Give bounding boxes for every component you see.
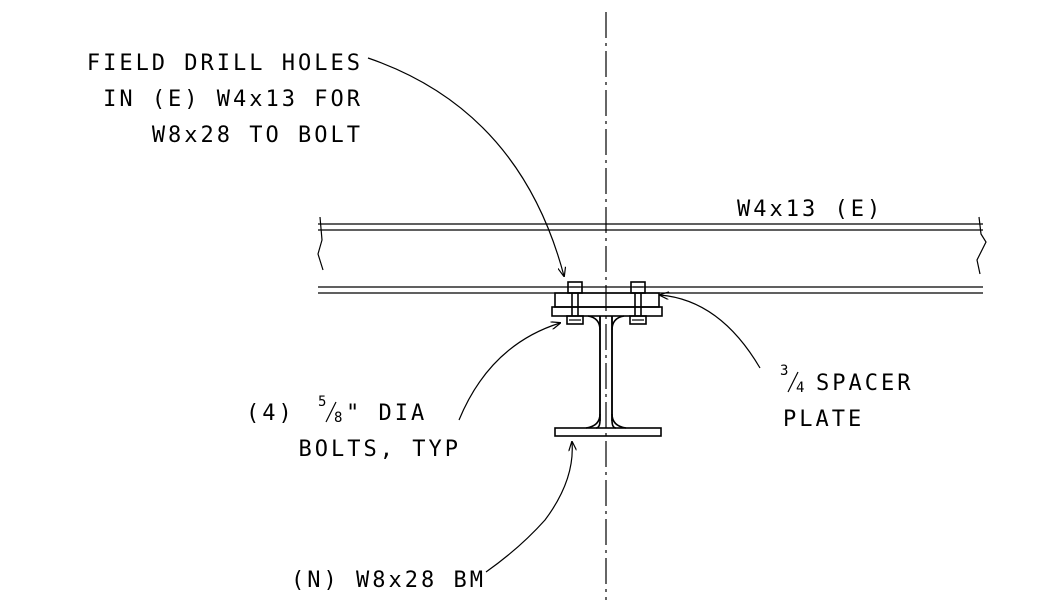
bolts-fraction-numerator: 5 [318, 394, 326, 410]
leader-spacer-plate [660, 295, 761, 369]
note-field-drill-line-3: W8x28 TO BOLT [152, 123, 363, 148]
bolts-fraction-denominator: 8 [334, 410, 342, 426]
note-bolts-count: (4) [246, 401, 295, 426]
note-spacer-line-1: SPACER [816, 371, 913, 396]
note-bolts-size: " DIA [346, 401, 427, 426]
new-beam-w8x28 [551, 306, 663, 437]
note-bolts: (4) 5 8 " DIA BOLTS, TYP [246, 394, 461, 462]
bolt-left [566, 281, 584, 325]
leader-new-beam [485, 442, 572, 573]
spacer-plate [554, 292, 660, 308]
spacer-fraction-denominator: 4 [796, 380, 804, 396]
spacer-fraction-numerator: 3 [780, 363, 788, 379]
label-existing-beam: W4x13 (E) [737, 197, 883, 222]
leader-bolts [458, 323, 560, 421]
note-field-drill-line-1: FIELD DRILL HOLES [87, 51, 363, 76]
note-spacer-plate: 3 4 SPACER PLATE [780, 363, 913, 432]
note-spacer-line-2: PLATE [783, 407, 864, 432]
bolt-right [629, 281, 647, 325]
note-bolts-line-2: BOLTS, TYP [299, 437, 461, 462]
leader-field-drill [367, 57, 564, 276]
note-field-drill-holes: FIELD DRILL HOLES IN (E) W4x13 FOR W8x28… [87, 51, 363, 148]
label-new-beam: (N) W8x28 BM [291, 568, 486, 593]
existing-beam-w4x13 [317, 216, 987, 294]
note-field-drill-line-2: IN (E) W4x13 FOR [103, 87, 363, 112]
